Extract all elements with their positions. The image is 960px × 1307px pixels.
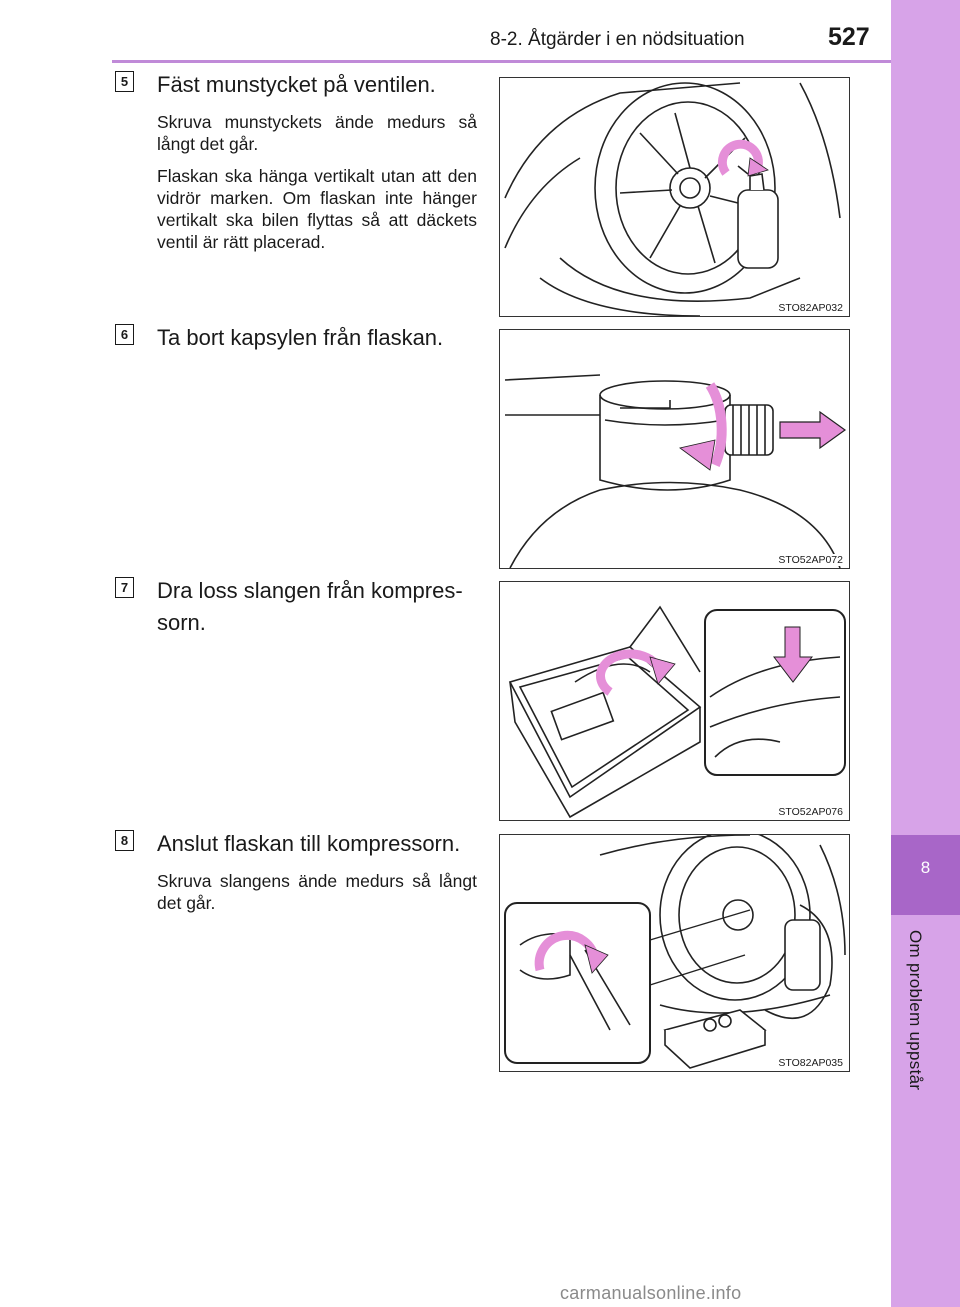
step-number-badge: 6 <box>115 324 134 345</box>
chapter-tab-active <box>891 835 960 915</box>
chapter-number: 8 <box>920 858 931 877</box>
step-title: Anslut flaskan till kompressorn. <box>157 831 461 856</box>
step-body: Skruva munstyckets ände medurs så långt … <box>157 111 477 263</box>
step-paragraph: Skruva slangens ände medurs så långt det… <box>157 871 477 913</box>
header-rule <box>112 60 891 63</box>
bottle-cap-illustration: STO52AP072 <box>499 329 850 569</box>
step-paragraph: Skruva munstyckets ände medurs så långt … <box>157 112 477 154</box>
step-title: Fäst munstycket på ventilen. <box>157 72 436 97</box>
figure-code: STO82AP035 <box>776 1057 845 1069</box>
chapter-tab <box>891 0 960 1307</box>
step-title: Dra loss slangen från kompres-sorn. <box>157 578 463 635</box>
bottle-compressor-illustration: STO82AP035 <box>499 834 850 1072</box>
step-number-badge: 8 <box>115 830 134 851</box>
figure-code: STO52AP072 <box>776 554 845 566</box>
watermark: carmanualsonline.info <box>560 1283 742 1303</box>
step-number-badge: 5 <box>115 71 134 92</box>
page-number: 527 <box>828 23 870 51</box>
compressor-hose-illustration: STO52AP076 <box>499 581 850 821</box>
step-body: Skruva slangens ände medurs så långt det… <box>157 870 477 924</box>
step-paragraph: Flaskan ska hänga vertikalt utan att den… <box>157 166 477 252</box>
chapter-title: Om problem uppstår <box>906 930 925 1091</box>
wheel-nozzle-illustration: STO82AP032 <box>499 77 850 317</box>
figure-code: STO82AP032 <box>776 302 845 314</box>
step-title: Ta bort kapsylen från flaskan. <box>157 325 444 350</box>
section-title: 8-2. Åtgärder i en nödsituation <box>490 29 745 50</box>
step-number-badge: 7 <box>115 577 134 598</box>
figure-code: STO52AP076 <box>776 806 845 818</box>
